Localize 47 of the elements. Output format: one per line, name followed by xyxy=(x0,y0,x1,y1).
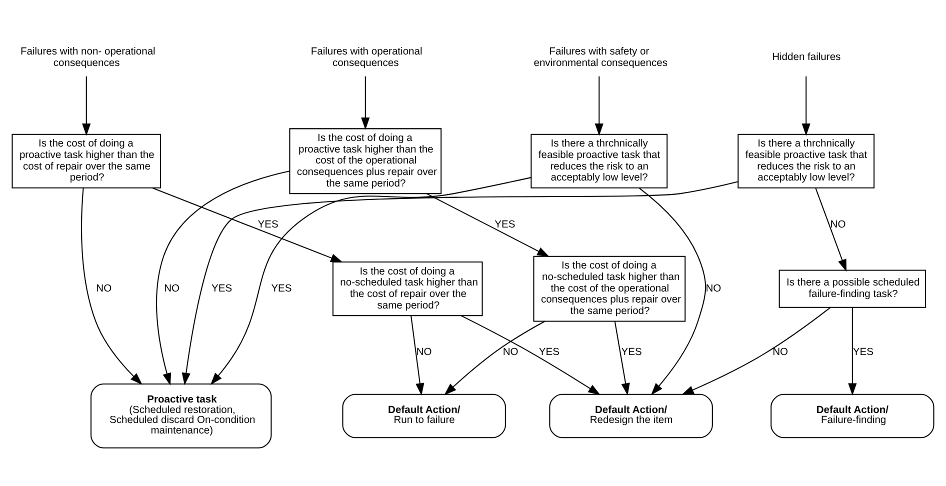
node-box: Is the cost of doing a no-scheduled task higher than the cost of repair over the same period? xyxy=(332,261,483,316)
node-box: Is the cost of doing a no-scheduled task higher than the cost of the operational consequences plus repair over the same period? xyxy=(533,255,686,322)
arrow xyxy=(848,307,857,396)
arrow xyxy=(614,320,630,396)
arrow xyxy=(460,314,600,395)
node-box: Default Action/ Run to failure xyxy=(342,393,506,438)
arrow xyxy=(82,76,91,136)
arrow xyxy=(210,176,532,384)
arrow xyxy=(182,180,738,385)
edge-label: YES xyxy=(538,346,560,358)
node-box: Is there a thrchnically feasible proactive task that reduces the risk to an acceptably low level? xyxy=(530,133,668,188)
edge-label: NO xyxy=(502,346,518,358)
arrow xyxy=(410,315,424,396)
arrow xyxy=(802,76,810,136)
arrow xyxy=(156,170,290,385)
arrow xyxy=(681,306,831,394)
edge-label: NO xyxy=(164,282,180,294)
edge-label: YES xyxy=(621,346,642,358)
edge-label: YES xyxy=(211,282,232,294)
node-box: Default Action/ Failure-finding xyxy=(770,393,934,438)
node-text: Hidden failures xyxy=(772,52,841,63)
edge-label: YES xyxy=(494,219,516,230)
edge-label: NO xyxy=(772,346,788,358)
node-box: Is the cost of doing a proactive task higher than the cost of repair over the same period? xyxy=(12,133,162,188)
edge-label: NO xyxy=(706,282,722,294)
node-box: Is there a thrchnically feasible proactive task that reduces the risk to an acceptably low level? xyxy=(738,133,875,188)
arrow xyxy=(815,188,846,272)
edge-label: YES xyxy=(852,346,874,358)
edge-label: YES xyxy=(271,282,292,294)
edge-label: NO xyxy=(830,219,846,230)
arrow xyxy=(81,187,142,384)
edge-label: YES xyxy=(258,219,278,230)
node-box: Is the cost of doing a proactive task higher than the cost of the operational consequences plus repair over the same period? xyxy=(289,128,442,194)
edge-label: NO xyxy=(96,282,112,294)
arrow xyxy=(594,76,604,136)
node-box: Default Action/ Redesign the item xyxy=(549,393,713,438)
node-text: Failures with safety or environmental consequences xyxy=(534,46,668,68)
node-box: Proactive task (Scheduled restoration, Scheduled discard On-condition maintenance) xyxy=(90,383,272,448)
arrow xyxy=(444,320,546,395)
node-text: Failures with operational consequences xyxy=(310,46,422,68)
arrow xyxy=(638,187,706,395)
node-box: Is there a possible scheduled failure-finding task? xyxy=(778,269,926,308)
arrow xyxy=(361,76,370,130)
arrow xyxy=(426,192,550,256)
node-text: Failures with non- operational consequences xyxy=(20,46,156,68)
arrow xyxy=(152,187,343,262)
edge-label: NO xyxy=(416,346,432,358)
